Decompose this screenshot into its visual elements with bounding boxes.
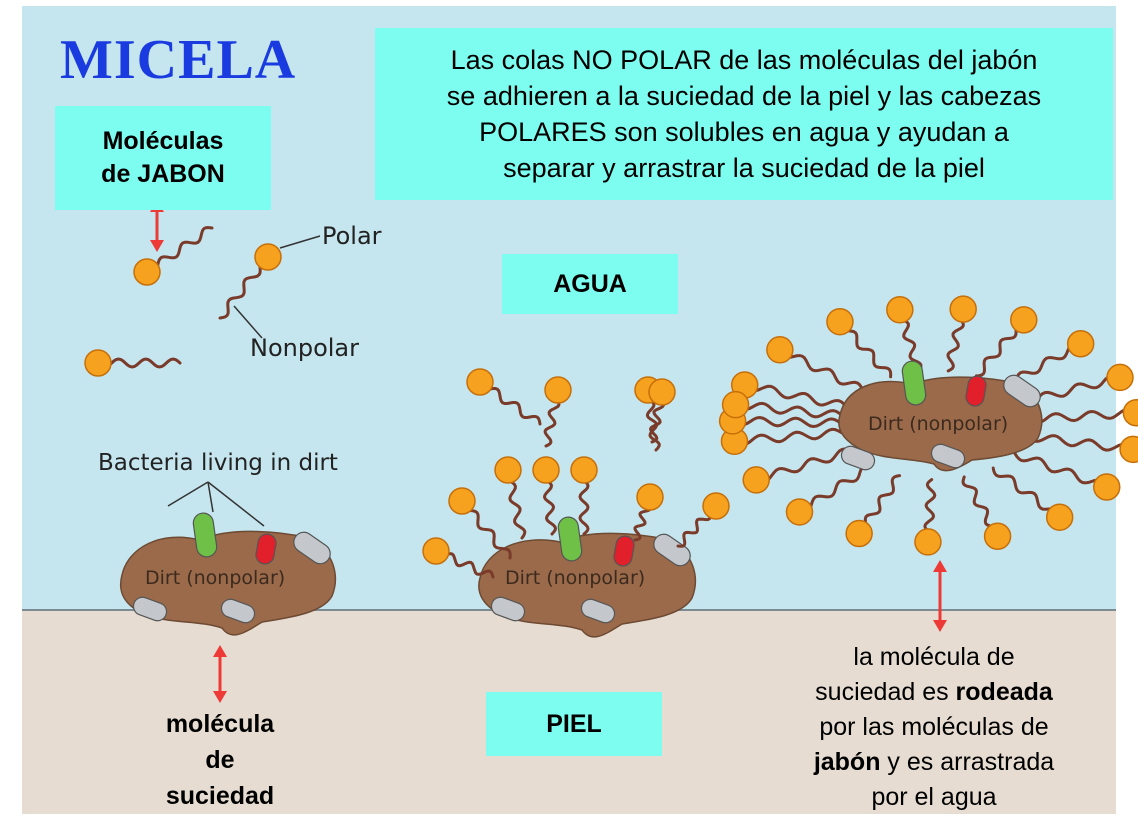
water-label-box: AGUA [502,254,678,314]
dirt-molecule-label: molécula de suciedad [120,706,320,814]
dirt-molecule-line-3: suciedad [165,782,275,810]
surrounded-line-3: por las moléculas de [819,713,1049,741]
page-title: MICELA [60,29,297,91]
bacteria-gray-3b [840,445,876,471]
micelle-soap-5-head [949,295,977,323]
micelle-soap-7-head [1066,329,1095,358]
bacteria-gray-3c [930,443,966,469]
soap-molecules-box: Moléculas de JABON [55,106,271,210]
surrounded-line-5: por el agua [871,783,997,811]
bacteria-pointer-1 [167,481,209,507]
bacteria-green-1 [192,512,218,558]
soap-mid-5-head [570,456,598,484]
polar-label: Polar [322,222,382,250]
surrounded-label: la molécula de suciedad es rodeada por l… [760,640,1108,815]
micelle-soap-3-head [826,307,854,336]
micelle-soap-17-tail [754,447,854,484]
skin-label-box: PIEL [486,692,662,756]
nonpolar-pointer-line [233,305,263,339]
micelle-soap-1-tail [743,383,848,408]
micelle-soap-16-head [785,498,814,526]
skin-label: PIEL [546,709,602,738]
bacteria-pointer-2 [207,481,214,513]
dirt-arrow-head-top [213,645,227,657]
micelle-soap-8-head [1106,363,1134,392]
bacteria-label: Bacteria living in dirt [98,450,338,476]
soap-mid-6-head [636,483,664,511]
micelle-soap-9-tail [1027,407,1138,425]
soap-label-line-1: Moléculas [102,127,224,155]
dirt-molecule-line-2: de [205,746,235,774]
bacteria-green-3 [901,360,927,406]
soap-mid-4-head [532,456,560,484]
bacteria-gray-1b [132,596,168,622]
nonpolar-label: Nonpolar [250,334,359,362]
surrounded-line-2: suciedad es rodeada [815,678,1053,706]
micelle-soap-18-tail [733,427,843,447]
bacteria-gray-2a [653,533,691,567]
surrounded-line-4: jabón y es arrastrada [813,748,1055,776]
micelle-soap-11-tail [1013,452,1109,489]
bacteria-gray-1c [220,598,256,624]
dirt-label-2: Dirt (nonpolar) [505,567,645,589]
micelle-soap-15-head [845,519,873,548]
micelle-soap-20-head [721,390,750,419]
bacteria-gray-2c [580,598,616,624]
micelle-soap-2-head [766,336,794,364]
soap-mid-9-head [544,376,572,404]
description-line-1: Las colas NO POLAR de las moléculas del … [450,45,1038,75]
free-soap-3-head [84,349,112,377]
micelle-soap-17-head [742,466,770,494]
surrounded-line-1: la molécula de [853,643,1015,671]
micelle-soap-20-tail [734,401,844,419]
micelle-soap-4-head [886,296,914,324]
micelle-arrow-head-bottom [933,620,947,632]
micelle-soap-9-head [1122,399,1138,427]
soap-mid-2-head [448,487,476,515]
bacteria-green-2 [557,516,583,562]
description-box: Las colas NO POLAR de las moléculas del … [375,28,1113,200]
dirt-molecule-line-1: molécula [165,710,275,738]
micelle-soap-10-tail [1025,434,1135,452]
soap-mid-7-head [702,492,730,520]
free-soap-2-head [254,243,282,271]
soap-mid-1-head [422,537,450,565]
bacteria-red-1 [255,533,277,565]
micelle-arrow-head-top [933,560,947,572]
bacteria-red-3 [965,375,987,407]
soap-arrow-head-bottom [150,240,164,252]
micelle-soap-12-head [1045,503,1074,531]
micelle-soap-19-tail [731,415,843,429]
soap-mid-11-head [648,378,676,406]
water-label: AGUA [553,269,627,298]
micelle-soap-11-head [1092,473,1121,501]
bacteria-gray-3a [1003,374,1041,408]
micelle-soap-13-head [983,522,1012,551]
soap-mid-3-head [494,456,522,484]
micelle-soap-10-head [1119,435,1138,464]
description-line-3: POLARES son solubles en agua y ayudan a [479,117,1009,147]
bacteria-gray-2b [490,596,526,622]
micelle-soap-14-head [914,528,942,556]
micelle-soap-16-tail [798,463,874,514]
soap-label-line-2: de JABON [101,160,225,188]
bacteria-pointer-3 [207,481,265,527]
dirt-label-3: Dirt (nonpolar) [868,413,1008,435]
soap-mid-8-head [466,368,494,396]
micelle-soap-6-head [1010,306,1038,334]
micelle-soap-2-tail [778,348,865,392]
bacteria-red-2 [613,535,635,567]
polar-pointer-line [279,235,321,249]
dirt-arrow-head-bottom [213,691,227,703]
description-line-2: se adhieren a la suciedad de la piel y l… [446,81,1042,111]
free-soap-1-head [133,258,161,286]
bacteria-gray-1a [293,531,331,565]
micelle-soap-12-tail [991,466,1062,519]
description-line-4: separar y arrastrar la suciedad de la pi… [503,153,985,183]
dirt-label-1: Dirt (nonpolar) [145,567,285,589]
